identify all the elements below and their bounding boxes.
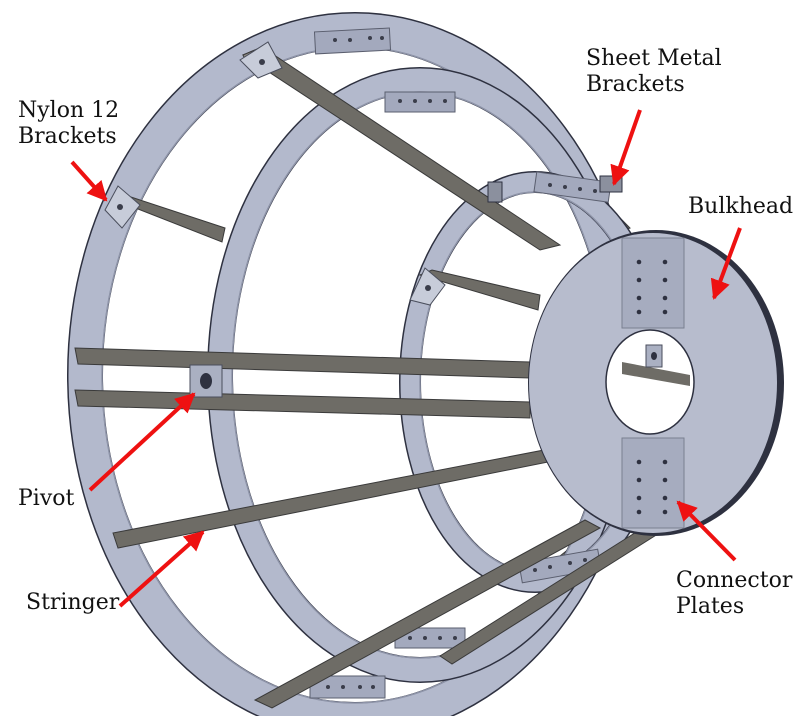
label-sheet-metal-line1: Sheet Metal	[586, 46, 722, 71]
arrow-connector-plates	[676, 500, 737, 562]
label-sheet-metal-line2: Brackets	[586, 72, 685, 97]
arrow-bulkhead	[710, 227, 742, 300]
pivot-block	[189, 364, 223, 398]
label-stringer-text: Stringer	[26, 590, 120, 615]
stringers	[74, 46, 681, 709]
label-stringer: Stringer	[26, 590, 119, 616]
label-pivot: Pivot	[18, 486, 74, 512]
label-bulkhead: Bulkhead	[688, 194, 793, 220]
splice-holes	[326, 36, 597, 689]
bulkhead	[528, 230, 784, 536]
arrow-sheet-metal-brackets	[610, 109, 642, 186]
label-nylon-brackets: Nylon 12 Brackets	[18, 98, 119, 150]
label-bulkhead-text: Bulkhead	[688, 194, 794, 219]
label-connector-plates: Connector Plates	[676, 568, 792, 620]
bracket-holes	[117, 59, 431, 291]
label-nylon-line1: Nylon 12	[18, 98, 120, 123]
arrow-pivot	[88, 392, 196, 492]
label-sheet-metal-brackets: Sheet Metal Brackets	[586, 46, 722, 98]
plate-bolts	[636, 259, 668, 515]
label-nylon-line2: Brackets	[18, 124, 117, 149]
callout-arrows	[70, 109, 742, 608]
arrow-nylon-brackets	[70, 160, 108, 202]
label-pivot-text: Pivot	[18, 486, 75, 511]
label-connector-line1: Connector	[676, 568, 793, 593]
label-connector-line2: Plates	[676, 594, 745, 619]
arrow-stringer	[118, 530, 205, 608]
